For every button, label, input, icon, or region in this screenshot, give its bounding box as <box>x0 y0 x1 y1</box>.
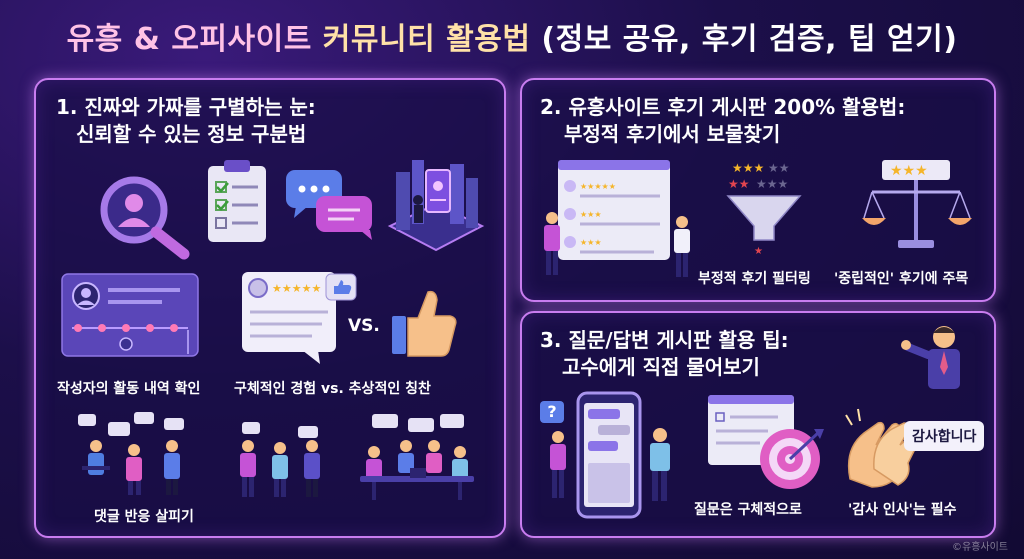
thanks-speech-bubble: 감사합니다 <box>904 421 985 451</box>
panel-qna-board: 3. 질문/답변 게시판 활용 팁: 고수에게 직접 물어보기 ? <box>520 311 996 538</box>
panel1-heading-line1: 1. 진짜와 가짜를 구별하는 눈: <box>56 95 316 119</box>
page-title: 유흥 & 오피사이트 커뮤니티 활용법 (정보 공유, 후기 검증, 팁 얻기) <box>0 14 1024 58</box>
svg-text:★★★★★: ★★★★★ <box>580 182 616 191</box>
meeting-table-icon <box>360 414 474 500</box>
discussion-people-icon <box>240 422 320 497</box>
caption-activity: 작성자의 활동 내역 확인 <box>57 381 201 397</box>
city-phone-icon <box>387 160 485 252</box>
caption-thanks: '감사 인사'는 필수 <box>848 502 957 518</box>
review-board-list-icon: ★★★★★ ★★★ ★★★ <box>544 160 690 277</box>
svg-text:★★★: ★★★ <box>756 177 788 191</box>
svg-text:★★: ★★ <box>768 161 790 175</box>
panel1-heading: 1. 진짜와 가짜를 구별하는 눈: 신뢰할 수 있는 정보 구분법 <box>56 94 316 148</box>
title-part2: 커뮤니티 활용법 <box>322 22 531 57</box>
expert-person-icon <box>901 326 960 389</box>
balance-scale-icon: ★★★ <box>862 160 972 248</box>
caption-filter: 부정적 후기 필터링 <box>698 271 811 287</box>
svg-text:★: ★ <box>754 246 763 257</box>
panel3-heading-line2: 고수에게 직접 물어보기 <box>562 355 760 379</box>
svg-text:★★★: ★★★ <box>580 210 602 219</box>
question-mark-badge: ? <box>540 401 564 423</box>
panel2-heading: 2. 유흥사이트 후기 게시판 200% 활용법: 부정적 후기에서 보물찾기 <box>540 94 905 148</box>
panel1-heading-line2: 신뢰할 수 있는 정보 구분법 <box>76 122 307 146</box>
panel2-heading-line2: 부정적 후기에서 보물찾기 <box>564 122 781 146</box>
magnifier-user-icon <box>100 176 190 260</box>
title-part1: 유흥 & 오피사이트 <box>66 22 312 57</box>
watermark: ©유흥사이트 <box>952 542 1008 553</box>
caption-experience: 구체적인 경험 vs. 추상적인 칭찬 <box>234 381 431 397</box>
panel3-heading-line1: 3. 질문/답변 게시판 활용 팁: <box>540 328 789 352</box>
vs-label: VS. <box>348 316 380 336</box>
caption-comments: 댓글 반응 살피기 <box>94 509 194 525</box>
thumbs-up-icon <box>392 290 457 357</box>
activity-history-card-icon <box>61 273 199 357</box>
checklist-clipboard-icon <box>208 160 266 242</box>
svg-text:★★★: ★★★ <box>890 163 928 179</box>
panel-review-board: 2. 유흥사이트 후기 게시판 200% 활용법: 부정적 후기에서 보물찾기 … <box>520 78 996 302</box>
phone-chat-icon <box>550 391 670 519</box>
funnel-filter-icon: ★★★★★ ★★★★★ ★ <box>726 161 802 257</box>
svg-text:★★★: ★★★ <box>580 238 602 247</box>
panel3-heading: 3. 질문/답변 게시판 활용 팁: 고수에게 직접 물어보기 <box>540 327 789 381</box>
comment-people-group-icon <box>78 412 184 495</box>
caption-specific: 질문은 구체적으로 <box>694 502 802 518</box>
review-card-icon: ★★★★★ <box>242 272 357 364</box>
svg-text:★★★: ★★★ <box>732 161 764 175</box>
svg-text:★★★★★: ★★★★★ <box>272 282 321 295</box>
title-part3: (정보 공유, 후기 검증, 팁 얻기) <box>541 22 958 57</box>
chat-bubbles-icon <box>286 170 372 240</box>
panel-trust-info: 1. 진짜와 가짜를 구별하는 눈: 신뢰할 수 있는 정보 구분법 <box>34 78 506 538</box>
panel2-heading-line1: 2. 유흥사이트 후기 게시판 200% 활용법: <box>540 95 906 119</box>
caption-neutral: '중립적인' 후기에 주목 <box>834 271 969 287</box>
clapping-hands-icon <box>845 408 920 488</box>
svg-text:★★: ★★ <box>728 177 750 191</box>
specific-target-icon <box>708 395 824 489</box>
